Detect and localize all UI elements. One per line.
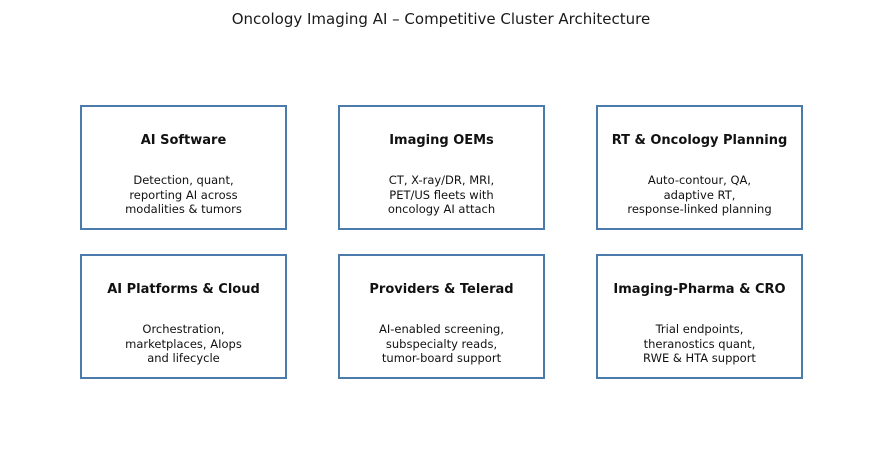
figure-title: Oncology Imaging AI – Competitive Cluste…: [231, 10, 651, 28]
cluster-description: Detection, quant, reporting AI across mo…: [125, 173, 242, 216]
cluster-description: Trial endpoints, theranostics quant, RWE…: [643, 322, 756, 365]
cluster-box-providers-telerad: Providers & Telerad AI-enabled screening…: [338, 254, 545, 379]
cluster-title: AI Software: [140, 133, 227, 148]
cluster-description: Orchestration, marketplaces, AIops and l…: [125, 322, 242, 365]
cluster-title: AI Platforms & Cloud: [107, 282, 260, 297]
cluster-title: Providers & Telerad: [369, 282, 514, 297]
cluster-box-imaging-oems: Imaging OEMs CT, X-ray/DR, MRI, PET/US f…: [338, 105, 545, 230]
cluster-title: RT & Oncology Planning: [611, 133, 788, 148]
cluster-box-ai-platforms-cloud: AI Platforms & Cloud Orchestration, mark…: [80, 254, 287, 379]
cluster-description: Auto-contour, QA, adaptive RT, response-…: [627, 173, 772, 216]
cluster-description: AI-enabled screening, subspecialty reads…: [378, 322, 504, 365]
cluster-box-imaging-pharma-cro: Imaging-Pharma & CRO Trial endpoints, th…: [596, 254, 803, 379]
cluster-title: Imaging OEMs: [389, 133, 494, 148]
cluster-box-rt-oncology-planning: RT & Oncology Planning Auto-contour, QA,…: [596, 105, 803, 230]
cluster-box-ai-software: AI Software Detection, quant, reporting …: [80, 105, 287, 230]
cluster-description: CT, X-ray/DR, MRI, PET/US fleets with on…: [387, 173, 496, 216]
cluster-title: Imaging-Pharma & CRO: [613, 282, 786, 297]
